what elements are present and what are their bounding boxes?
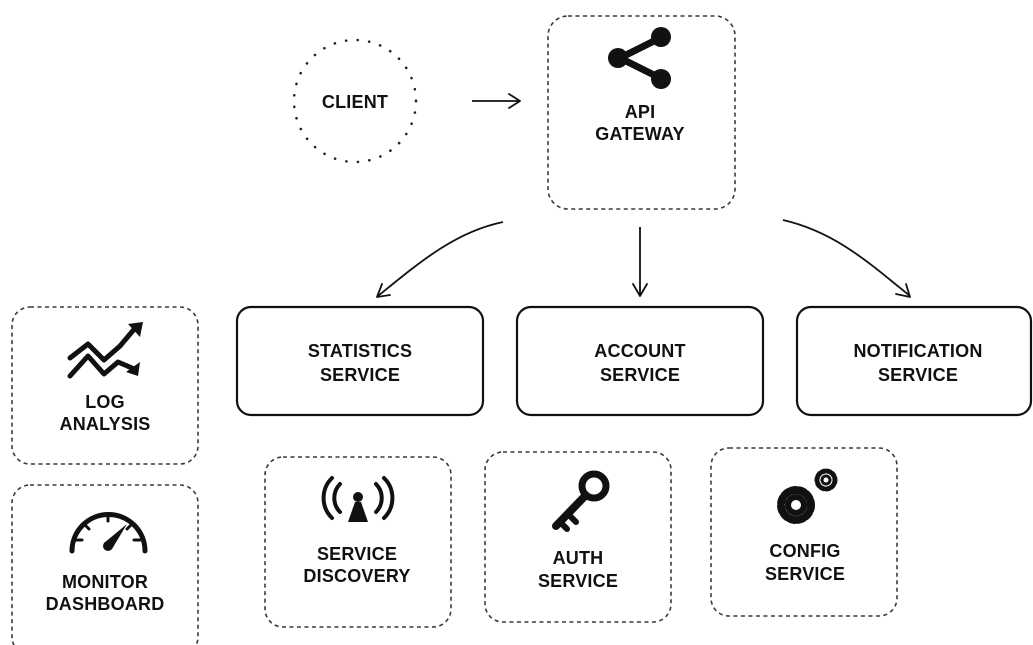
account-service-label-line2: SERVICE: [600, 365, 680, 385]
notification-service-box: [795, 305, 1033, 417]
statistics-service-node: STATISTICS SERVICE: [235, 305, 485, 417]
share-icon: [608, 27, 671, 89]
client-dotted-circle: [292, 38, 418, 164]
auth-service-label-line2: SERVICE: [538, 571, 618, 591]
client-label: CLIENT: [322, 92, 388, 112]
api-gateway-node: API GATEWAY: [547, 15, 736, 210]
config-service-label-line1: CONFIG: [769, 541, 840, 561]
gears-icon: [777, 468, 838, 524]
monitor-dashboard-label-line1: MONITOR: [62, 572, 148, 592]
monitor-dashboard-box: [11, 484, 199, 645]
notification-service-label-line2: SERVICE: [878, 365, 958, 385]
config-service-box: [710, 447, 898, 617]
service-discovery-node: SERVICE DISCOVERY: [264, 456, 452, 628]
monitor-dashboard-label-line2: DASHBOARD: [46, 594, 165, 614]
account-service-node: ACCOUNT SERVICE: [515, 305, 765, 417]
client-node: CLIENT: [292, 38, 418, 164]
service-discovery-box: [264, 456, 452, 628]
trend-chart-icon: [67, 322, 143, 379]
auth-service-node: AUTH SERVICE: [484, 451, 672, 623]
key-icon: [552, 470, 610, 532]
monitor-dashboard-node: MONITOR DASHBOARD: [11, 484, 199, 645]
radio-tower-icon: [321, 476, 395, 522]
log-analysis-label-line1: LOG: [85, 392, 125, 412]
service-discovery-label-line1: SERVICE: [317, 544, 397, 564]
api-gateway-label-line1: API: [625, 102, 656, 122]
service-discovery-label-line2: DISCOVERY: [303, 566, 410, 586]
statistics-service-label-line1: STATISTICS: [308, 341, 412, 361]
auth-service-box: [484, 451, 672, 623]
log-analysis-box: [11, 306, 199, 465]
account-service-label-line1: ACCOUNT: [594, 341, 685, 361]
statistics-service-box: [235, 305, 485, 417]
api-gateway-box: [547, 15, 736, 210]
arrow-gateway-to-statistics: [376, 221, 504, 298]
arrow-client-to-gateway: [472, 93, 521, 109]
config-service-label-line2: SERVICE: [765, 564, 845, 584]
api-gateway-label-line2: GATEWAY: [595, 124, 684, 144]
account-service-box: [515, 305, 765, 417]
arrow-gateway-to-notification: [782, 219, 911, 298]
statistics-service-label-line2: SERVICE: [320, 365, 400, 385]
log-analysis-node: LOG ANALYSIS: [11, 306, 199, 465]
config-service-node: CONFIG SERVICE: [710, 447, 898, 617]
speedometer-icon: [69, 512, 148, 554]
arrow-gateway-to-account: [632, 227, 648, 297]
auth-service-label-line1: AUTH: [553, 548, 604, 568]
log-analysis-label-line2: ANALYSIS: [60, 414, 151, 434]
notification-service-label-line1: NOTIFICATION: [853, 341, 982, 361]
notification-service-node: NOTIFICATION SERVICE: [795, 305, 1033, 417]
